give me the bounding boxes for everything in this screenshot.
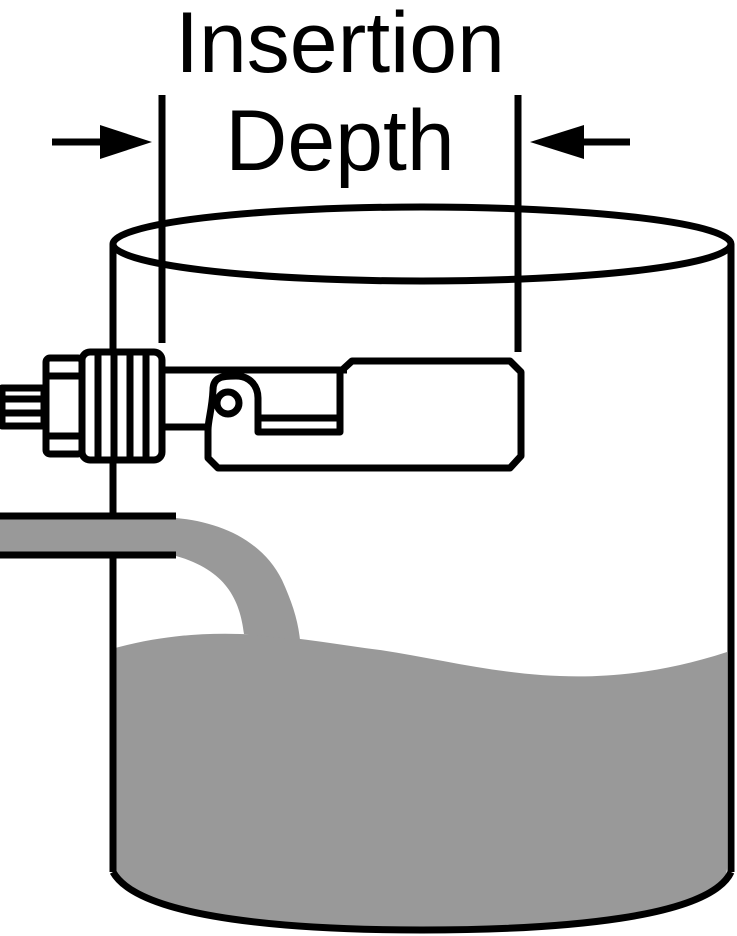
arrow-left-icon [530, 125, 630, 159]
tank-bottom [109, 870, 735, 934]
hex-nut [42, 354, 86, 458]
sensor-arm [204, 357, 525, 472]
inlet-pipe [0, 512, 176, 559]
float-sensor [204, 357, 525, 472]
threaded-fitting [0, 348, 166, 464]
arrow-right-icon [52, 125, 152, 159]
tank-rim [109, 203, 735, 285]
pour-stream [176, 518, 300, 640]
tank-liquid [115, 633, 727, 928]
connector-stub [0, 384, 48, 430]
label-insertion: Insertion [175, 0, 505, 91]
thread-body [78, 348, 166, 464]
pivot-pin [213, 388, 243, 418]
label-depth: Depth [225, 93, 455, 189]
mounting-tube [162, 366, 347, 431]
